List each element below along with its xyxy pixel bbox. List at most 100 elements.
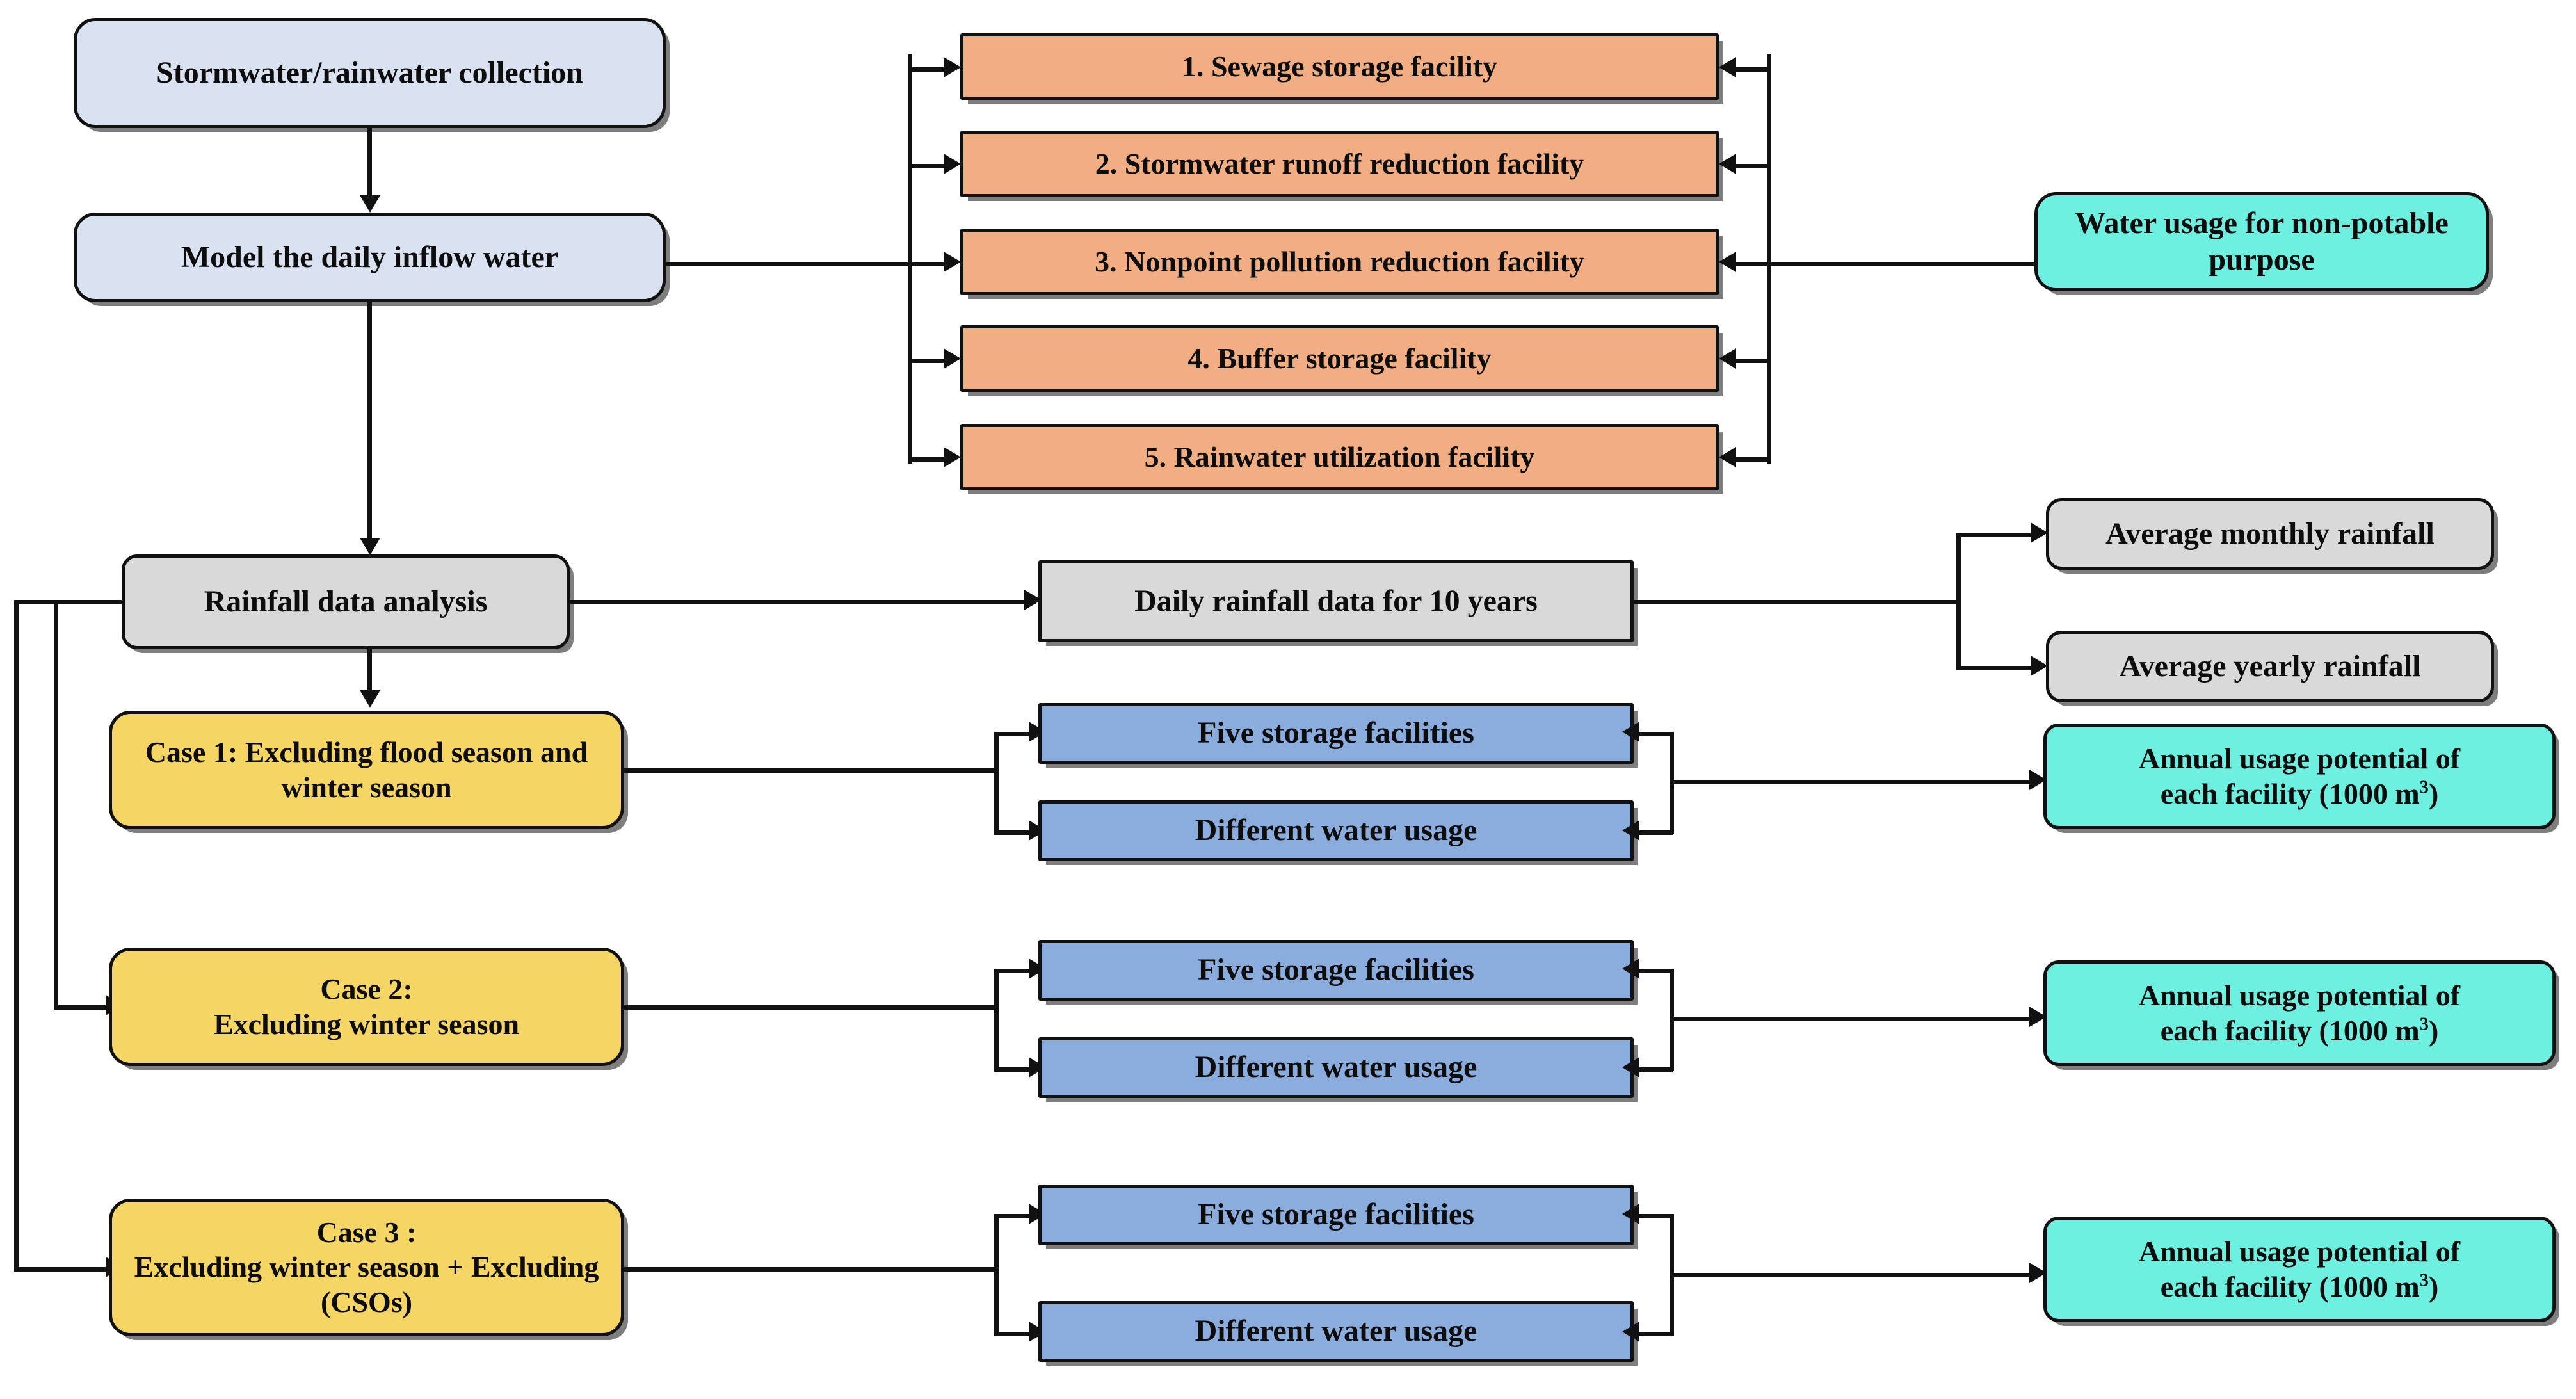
annual-usage-exponent: 3 — [2419, 1270, 2429, 1291]
feedback-to-case3 — [14, 1267, 110, 1272]
annual-usage-exponent: 3 — [2419, 777, 2429, 798]
arrowhead-facility-1-back — [1719, 57, 1736, 77]
feedback-rail-outer — [14, 600, 19, 1272]
case3-return-five-storage — [1634, 1214, 1673, 1218]
case2-feed-five-storage — [994, 969, 1033, 973]
node-label: 1. Sewage storage facility — [1181, 49, 1498, 83]
return-facility-4 — [1732, 359, 1770, 363]
connector-case2-to-split — [624, 1005, 999, 1010]
node-label: Water usage for non-potable purpose — [2075, 206, 2449, 277]
case2-return-five-storage — [1634, 969, 1673, 973]
node-label: Case 1: Excluding flood season and winte… — [145, 736, 588, 804]
node-case3-annual-usage-potential: Annual usage potential of each facility … — [2043, 1217, 2556, 1322]
case2-return-diff-usage — [1634, 1067, 1673, 1072]
feed-facility-5 — [908, 457, 947, 462]
return-facility-2 — [1732, 164, 1770, 168]
node-label: Five storage facilities — [1198, 1197, 1474, 1232]
annual-usage-suffix: ) — [2428, 1270, 2439, 1303]
connector-rainfall-to-case1 — [367, 649, 372, 695]
arrowhead-facility-2-in — [944, 154, 961, 174]
node-case-1: Case 1: Excluding flood season and winte… — [109, 711, 624, 829]
case1-split-bus — [994, 732, 999, 834]
node-label: Five storage facilities — [1198, 953, 1474, 987]
annual-usage-line-1: Annual usage potential of — [2138, 979, 2461, 1012]
arrowhead-case2-diff-usage-out — [1622, 1057, 1639, 1078]
annual-usage-line-2: each facility (1000 m3) — [2161, 777, 2439, 811]
node-case-2: Case 2: Excluding winter season — [109, 948, 624, 1066]
feed-facility-1 — [908, 67, 947, 72]
case2-split-bus — [994, 969, 999, 1071]
feed-facility-2 — [908, 164, 947, 168]
node-rainfall-analysis: Rainfall data analysis — [122, 554, 570, 649]
connector-collection-to-model — [367, 128, 372, 198]
node-label: Daily rainfall data for 10 years — [1134, 583, 1538, 618]
arrowhead-facility-4-back — [1719, 348, 1736, 369]
node-label: Case 3 : Excluding winter season + Exclu… — [134, 1216, 599, 1318]
arrowhead-case1-five-storage-out — [1622, 722, 1639, 742]
node-label: 2. Stormwater runoff reduction facility — [1095, 147, 1584, 180]
node-case1-annual-usage-potential: Annual usage potential of each facility … — [2043, 724, 2556, 829]
node-label: Rainfall data analysis — [204, 584, 488, 619]
case2-merge-to-annual — [1670, 1017, 2036, 1021]
return-facility-5 — [1732, 457, 1770, 462]
node-label: Five storage facilities — [1198, 716, 1474, 750]
arrowhead-facility-2-back — [1719, 154, 1736, 174]
return-facility-1 — [1732, 67, 1770, 72]
node-daily-rainfall-data: Daily rainfall data for 10 years — [1038, 560, 1634, 642]
case3-feed-diff-usage — [994, 1332, 1033, 1336]
annual-usage-prefix: each facility (1000 m — [2160, 777, 2420, 810]
annual-usage-line-1: Annual usage potential of — [2138, 1235, 2461, 1268]
case3-feed-five-storage — [994, 1214, 1033, 1218]
arrowhead-down-rainfall — [360, 538, 380, 555]
node-label: Case 2: Excluding winter season — [213, 973, 520, 1040]
feedback-rail-top — [14, 600, 124, 604]
node-average-yearly-rainfall: Average yearly rainfall — [2046, 631, 2494, 702]
node-facility-5: 5. Rainwater utilization facility — [960, 424, 1719, 490]
feed-avg-monthly — [1956, 533, 2034, 537]
arrowhead-avg-yearly-in — [2031, 656, 2048, 676]
node-label: Different water usage — [1195, 813, 1477, 848]
connector-case1-to-split — [624, 768, 999, 773]
case2-feed-diff-usage — [994, 1067, 1033, 1072]
case1-merge-to-annual — [1670, 780, 2036, 784]
arrowhead-case1-diff-usage-out — [1622, 820, 1639, 841]
arrowhead-facility-5-back — [1719, 447, 1736, 467]
node-facility-4: 4. Buffer storage facility — [960, 325, 1719, 392]
node-water-usage-nonpotable: Water usage for non-potable purpose — [2034, 192, 2489, 291]
case3-split-bus — [994, 1214, 999, 1336]
node-case2-different-water-usage: Different water usage — [1038, 1037, 1634, 1098]
node-label: 3. Nonpoint pollution reduction facility — [1095, 245, 1584, 278]
feed-facility-4 — [908, 359, 947, 363]
node-facility-3: 3. Nonpoint pollution reduction facility — [960, 229, 1719, 295]
annual-usage-line-2: each facility (1000 m3) — [2161, 1014, 2439, 1048]
facility-bus-right — [1767, 54, 1771, 464]
case1-feed-diff-usage — [994, 830, 1033, 835]
node-case3-five-storage-facilities: Five storage facilities — [1038, 1185, 1634, 1245]
case3-merge-to-annual — [1670, 1273, 2036, 1277]
arrowhead-facility-3-in — [944, 252, 961, 272]
arrowhead-facility-5-in — [944, 447, 961, 467]
feed-facility-3 — [908, 262, 947, 266]
arrowhead-down-model — [360, 195, 380, 213]
node-case3-different-water-usage: Different water usage — [1038, 1301, 1634, 1362]
arrowhead-facility-4-in — [944, 348, 961, 369]
annual-usage-prefix: each facility (1000 m — [2160, 1014, 2420, 1047]
annual-usage-line-2: each facility (1000 m3) — [2161, 1270, 2439, 1304]
case1-return-diff-usage — [1634, 830, 1673, 835]
node-stormwater-collection: Stormwater/rainwater collection — [74, 18, 666, 128]
node-label: Model the daily inflow water — [181, 239, 559, 274]
connector-model-to-bus — [666, 262, 909, 266]
node-facility-1: 1. Sewage storage facility — [960, 33, 1719, 100]
node-label: Average yearly rainfall — [2119, 649, 2421, 683]
node-label: 5. Rainwater utilization facility — [1144, 440, 1535, 473]
node-case-3: Case 3 : Excluding winter season + Exclu… — [109, 1199, 624, 1336]
rainfall-split-bus — [1956, 533, 1961, 670]
case3-return-diff-usage — [1634, 1332, 1673, 1336]
arrowhead-facility-1-in — [944, 57, 961, 77]
node-label: Average monthly rainfall — [2105, 516, 2435, 551]
feed-avg-yearly — [1956, 666, 2034, 670]
node-label: Different water usage — [1195, 1050, 1477, 1085]
facility-bus-left — [908, 54, 912, 464]
node-model-inflow: Model the daily inflow water — [74, 213, 666, 302]
